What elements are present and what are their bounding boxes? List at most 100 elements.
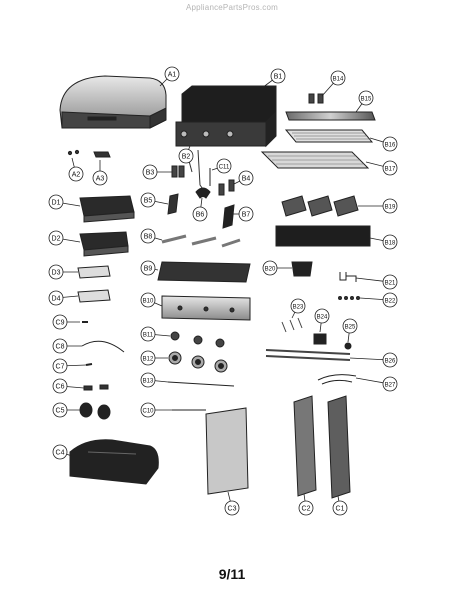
callout-circle — [48, 230, 64, 246]
callout-label: D3 — [52, 270, 61, 277]
valve-part — [218, 179, 235, 196]
cabinet-door-part — [205, 407, 249, 495]
callout-label: B19 — [385, 205, 396, 211]
hardware-part — [281, 317, 303, 333]
side-panel-part — [327, 395, 351, 499]
callout-circle — [164, 66, 180, 82]
callout-b22: B22 — [359, 292, 398, 308]
callout-label: B26 — [385, 359, 396, 365]
callout-circle — [142, 164, 158, 180]
callout-c8: C8 — [52, 338, 82, 354]
callout-label: B3 — [146, 170, 155, 177]
callout-d3: D3 — [48, 264, 78, 280]
screw-part — [67, 149, 80, 156]
callout-circle — [48, 194, 64, 210]
callout-circle — [382, 352, 398, 368]
wire-part — [317, 374, 357, 385]
callout-a3: A3 — [92, 160, 108, 186]
callout-d2: D2 — [48, 230, 81, 246]
callout-label: B5 — [144, 198, 153, 205]
callout-circle — [140, 260, 156, 276]
callout-label: B22 — [385, 299, 396, 305]
callout-circle — [382, 198, 398, 214]
pin-part — [85, 363, 93, 366]
callout-c10: C10 — [140, 402, 172, 418]
callout-d4: D4 — [48, 290, 79, 306]
callout-circle — [262, 260, 278, 276]
callout-a1: A1 — [159, 66, 180, 87]
callout-circle — [140, 402, 156, 418]
callout-label: C10 — [142, 409, 154, 415]
callout-circle — [332, 500, 348, 516]
callout-c5: C5 — [52, 402, 80, 418]
callout-label: C9 — [56, 320, 65, 327]
callout-label: A3 — [96, 176, 105, 183]
callout-label: B18 — [385, 241, 396, 247]
callout-circle — [358, 90, 374, 106]
callout-label: B23 — [293, 305, 304, 311]
callout-label: B11 — [143, 333, 154, 339]
callout-circle — [216, 158, 232, 174]
callout-circle — [52, 444, 68, 460]
callout-circle — [382, 234, 398, 250]
callout-circle — [52, 402, 68, 418]
callout-label: B27 — [385, 383, 396, 389]
callout-label: B1 — [274, 74, 283, 81]
watermark: AppliancePartsPros.com — [186, 3, 278, 12]
callout-label: B4 — [242, 176, 251, 183]
callout-c11: C11 — [211, 158, 232, 174]
heat-shield-part — [167, 193, 179, 215]
valve-part — [171, 165, 185, 178]
callout-b20: B20 — [262, 260, 292, 276]
callout-c6: C6 — [52, 378, 85, 394]
base-part — [69, 439, 159, 485]
callout-label: D1 — [52, 200, 61, 207]
callout-circle — [52, 338, 68, 354]
callout-b7: B7 — [232, 206, 254, 222]
callout-label: B21 — [385, 281, 396, 287]
callout-label: B20 — [265, 267, 276, 273]
callout-label: C1 — [336, 506, 345, 513]
flavorizer-bar-part — [281, 195, 359, 217]
callout-b24: B24 — [314, 308, 330, 333]
callout-b1: B1 — [261, 68, 286, 89]
grease-cup-part — [291, 261, 313, 277]
callout-c1: C1 — [332, 495, 348, 516]
callout-circle — [140, 326, 156, 342]
cooking-grate-part — [284, 129, 374, 143]
callout-c3: C3 — [224, 491, 240, 516]
callout-circle — [92, 170, 108, 186]
callout-circle — [52, 378, 68, 394]
side-shelf-part — [79, 195, 135, 223]
callout-circle — [48, 290, 64, 306]
control-knob-part — [170, 331, 225, 348]
callout-circle — [382, 376, 398, 392]
callout-label: C7 — [56, 364, 65, 371]
callout-label: B2 — [182, 154, 191, 161]
callout-label: B17 — [385, 167, 396, 173]
callout-b2: B2 — [178, 145, 194, 164]
firebox-part — [175, 85, 277, 148]
heat-deflector-part — [275, 225, 371, 247]
callout-b14: B14 — [321, 70, 346, 97]
callout-b8: B8 — [140, 228, 163, 244]
page-number: 9/11 — [218, 566, 246, 582]
callout-label: C5 — [56, 408, 65, 415]
callout-b9: B9 — [140, 260, 159, 276]
callout-label: B25 — [345, 325, 356, 331]
callout-label: A2 — [72, 172, 81, 179]
rail-part — [265, 349, 351, 361]
callout-label: C4 — [56, 450, 65, 457]
callout-label: B24 — [317, 315, 328, 321]
callout-label: C11 — [219, 165, 230, 171]
callout-circle — [48, 264, 64, 280]
callout-label: B14 — [333, 77, 344, 83]
callout-c4: C4 — [52, 444, 73, 460]
callout-label: B10 — [143, 299, 154, 305]
rear-panel-part — [157, 261, 251, 283]
callout-b10: B10 — [140, 292, 163, 308]
callout-circle — [382, 274, 398, 290]
igniter-button-part — [344, 342, 352, 350]
wheel-part — [79, 402, 111, 420]
rod-part — [167, 381, 235, 387]
